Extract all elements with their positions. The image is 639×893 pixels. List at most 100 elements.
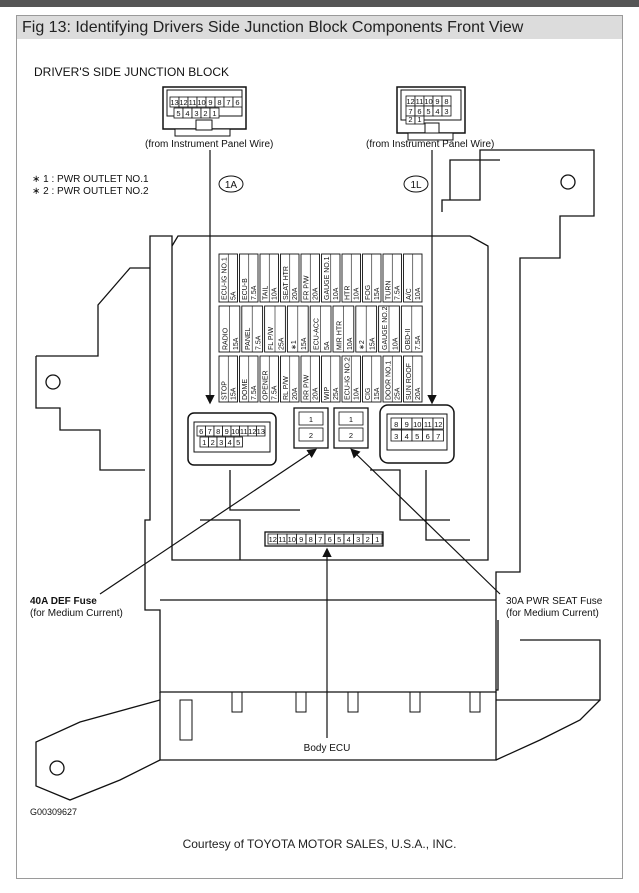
def-fuse-label: 40A DEF Fuse — [30, 596, 97, 607]
leader-lines — [99, 150, 501, 738]
fuse-amp: 7.5A — [272, 385, 279, 400]
def-fuse-note: (for Medium Current) — [30, 608, 123, 619]
mount-hole-bottom-left — [49, 760, 65, 776]
plug-1l-pin: 6 — [417, 107, 421, 116]
svg-text:1L: 1L — [410, 180, 422, 191]
fuse-amp: 7.5A — [251, 385, 258, 400]
fuse-amp: 7.5A — [415, 335, 422, 350]
fuse-name: CIG — [365, 388, 372, 400]
fuse-name: MIR HTR — [336, 321, 343, 350]
fuse-amp: 15A — [370, 337, 377, 350]
block-1a-pin: 8 — [216, 427, 220, 436]
mount-hole-left — [45, 374, 61, 390]
mount-hole-top-right — [560, 174, 576, 190]
body-ecu-pin: 9 — [299, 535, 303, 544]
plug-1l-pin: 10 — [424, 97, 432, 106]
plug-1a-pin: 13 — [170, 98, 178, 107]
fuse-amp: 5A — [324, 341, 331, 350]
plug-1a-pin-cell — [209, 107, 220, 119]
plug-1a-pin: 8 — [217, 98, 221, 107]
fuse-name: GAUGE NO.2 — [382, 306, 389, 350]
fuse-amp: 25A — [333, 387, 340, 400]
block-1l-pin: 11 — [424, 420, 432, 429]
fuse-name: GAUGE NO.1 — [324, 256, 331, 300]
block-1a-pin: 1 — [202, 438, 206, 447]
fuse-amp: 10A — [333, 287, 340, 300]
fuse-name: OBD-II — [405, 329, 412, 350]
body-ecu-pin: 1 — [375, 535, 379, 544]
fuse-name: FL P/W — [268, 327, 275, 350]
block-1l-pin: 5 — [415, 432, 419, 441]
fuse-name: A/C — [406, 288, 413, 300]
socket-terminal-label: 1 — [309, 415, 313, 424]
socket-terminal — [338, 427, 364, 442]
plug-1l-pin: 8 — [444, 97, 448, 106]
block-1a-pin: 4 — [228, 438, 232, 447]
note-pwr-outlet-1: ∗ 1 : PWR OUTLET NO.1 — [32, 174, 149, 185]
block-1l-pin: 9 — [405, 420, 409, 429]
fuse-amp: 10A — [415, 287, 422, 300]
plug-1l-pin-cell — [414, 115, 425, 125]
body-ecu-pin: 10 — [288, 535, 296, 544]
title-bar: Fig 13: Identifying Drivers Side Junctio… — [17, 16, 622, 39]
fuse-amp: 15A — [374, 287, 381, 300]
top-strip — [0, 0, 639, 7]
fuse-name: RL P/W — [283, 376, 290, 400]
block-1l-pin: 3 — [394, 432, 398, 441]
tag-1l: 1L — [403, 175, 429, 193]
block-1a-pin: 7 — [208, 427, 212, 436]
plug-1a-pin: 9 — [208, 98, 212, 107]
fuse-amp: 7.5A — [256, 335, 263, 350]
fuse-name: SUN ROOF — [406, 363, 413, 400]
fuse-name: OPENER — [262, 370, 269, 400]
body-ecu-pin: 12 — [269, 535, 277, 544]
fuse-name: FR P/W — [303, 275, 310, 300]
tag-1a: 1A — [218, 175, 244, 193]
diagram-heading: DRIVER'S SIDE JUNCTION BLOCK — [34, 65, 229, 79]
fuse-name: ∗1 — [291, 340, 298, 350]
body-ecu-label: Body ECU — [304, 743, 351, 754]
seat-fuse-socket: 12 — [333, 407, 369, 449]
block-1a-pin: 5 — [236, 438, 240, 447]
fuse-name: TURN — [385, 281, 392, 300]
fuse-amp: 15A — [231, 387, 238, 400]
block-1a-pin: 6 — [199, 427, 203, 436]
block-1a-pin-cell — [233, 436, 243, 448]
plug-1a-pin: 11 — [189, 98, 197, 107]
block-1l-pin: 8 — [394, 420, 398, 429]
fuse-amp: 10A — [392, 337, 399, 350]
fuse-name: PANEL — [245, 327, 252, 350]
fuse-amp: 7.5A — [395, 285, 402, 300]
block-1a-pin: 2 — [211, 438, 215, 447]
plug-1a-pin: 12 — [179, 98, 187, 107]
fuse-name: RR P/W — [303, 374, 310, 400]
fuse-amp: 20A — [292, 387, 299, 400]
block-1l-pin: 4 — [405, 432, 409, 441]
body-ecu-pin-cell — [372, 533, 383, 545]
plug-1l-pin: 4 — [435, 107, 439, 116]
fuse-name: ECU-ACC — [314, 318, 321, 350]
fuse-amp: 10A — [354, 387, 361, 400]
block-1a-pin-cell — [256, 425, 266, 437]
fuse: PANEL 7.5A — [241, 305, 264, 353]
fuse-name: DOME — [242, 379, 249, 400]
